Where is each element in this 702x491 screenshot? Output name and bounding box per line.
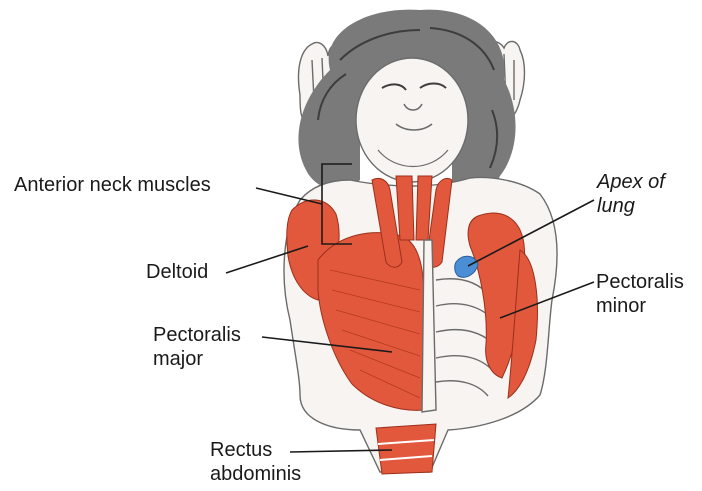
label-pectoralis-minor: Pectoralis minor: [596, 270, 684, 318]
label-apex-of-lung: Apex of lung: [597, 170, 665, 218]
label-pectoralis-minor-line2: minor: [596, 294, 684, 318]
label-rectus-abdominis: Rectus abdominis: [210, 438, 301, 486]
rectus-abdominis-muscle: [376, 424, 436, 474]
label-anterior-neck-muscles: Anterior neck muscles: [14, 173, 211, 197]
face: [356, 58, 468, 182]
label-apex-line1: Apex of: [597, 170, 665, 194]
label-pectoralis-major-line2: major: [153, 347, 241, 371]
label-apex-line2: lung: [597, 194, 665, 218]
label-pectoralis-minor-line1: Pectoralis: [596, 270, 684, 294]
label-pectoralis-major-line1: Pectoralis: [153, 323, 241, 347]
label-pectoralis-major: Pectoralis major: [153, 323, 241, 371]
label-rectus-line1: Rectus: [210, 438, 301, 462]
label-deltoid: Deltoid: [146, 260, 208, 284]
label-rectus-line2: abdominis: [210, 462, 301, 486]
